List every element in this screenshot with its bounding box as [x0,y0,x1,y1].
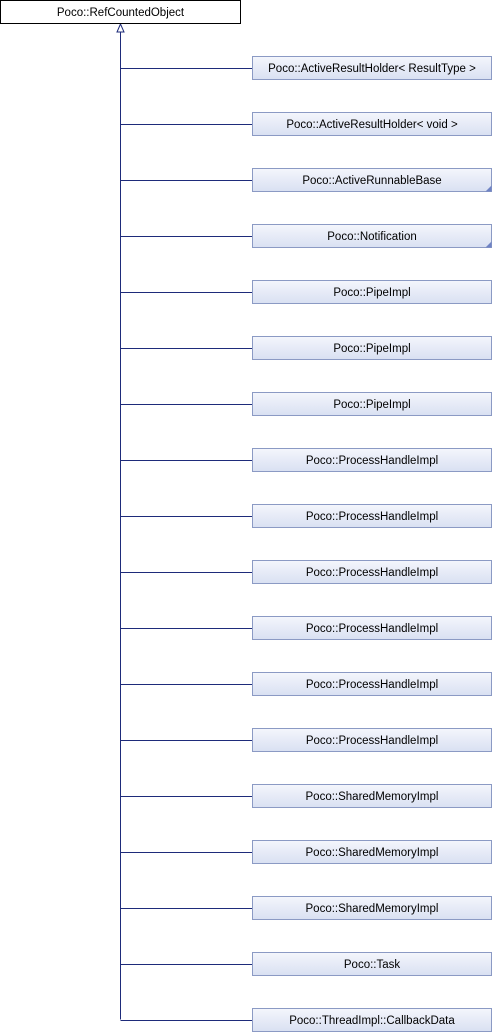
subclass-node[interactable]: Poco::SharedMemoryImpl [252,840,492,864]
subclass-node-label: Poco::ActiveResultHolder< ResultType > [268,63,476,75]
subclass-node-label: Poco::ActiveResultHolder< void > [286,119,458,131]
subclass-node[interactable]: Poco::ProcessHandleImpl [252,504,492,528]
subclass-node[interactable]: Poco::ActiveResultHolder< ResultType > [252,56,492,80]
subclass-node-label: Poco::SharedMemoryImpl [306,903,439,915]
subclass-node-label: Poco::PipeImpl [333,287,410,299]
subclass-node-label: Poco::PipeImpl [333,399,410,411]
subclass-node[interactable]: Poco::ProcessHandleImpl [252,448,492,472]
subclass-node-label: Poco::SharedMemoryImpl [306,847,439,859]
subclass-node[interactable]: Poco::ProcessHandleImpl [252,728,492,752]
subclass-node[interactable]: Poco::PipeImpl [252,392,492,416]
root-node-label: Poco::RefCountedObject [57,7,185,19]
subclass-node-label: Poco::ProcessHandleImpl [306,567,438,579]
subclass-node[interactable]: Poco::Notification [252,224,492,248]
subclass-node[interactable]: Poco::PipeImpl [252,336,492,360]
subclass-node[interactable]: Poco::SharedMemoryImpl [252,784,492,808]
subclass-node-label: Poco::ThreadImpl::CallbackData [289,1015,455,1027]
subclass-node-label: Poco::ProcessHandleImpl [306,735,438,747]
subclass-node[interactable]: Poco::ThreadImpl::CallbackData [252,1008,492,1032]
inheritance-arrowhead [116,22,125,33]
subclass-node[interactable]: Poco::ProcessHandleImpl [252,672,492,696]
subclass-node-label: Poco::ProcessHandleImpl [306,679,438,691]
more-subclasses-marker-icon [485,185,492,192]
subclass-list: Poco::ActiveResultHolder< ResultType >Po… [120,56,492,1032]
subclass-node-label: Poco::ActiveRunnableBase [302,175,441,187]
subclass-node-label: Poco::Notification [327,231,417,243]
subclass-node[interactable]: Poco::ProcessHandleImpl [252,616,492,640]
subclass-node-label: Poco::PipeImpl [333,343,410,355]
subclass-node[interactable]: Poco::ProcessHandleImpl [252,560,492,584]
subclass-node-label: Poco::Task [344,959,400,971]
more-subclasses-marker-icon [485,241,492,248]
subclass-node[interactable]: Poco::ActiveResultHolder< void > [252,112,492,136]
subclass-node-label: Poco::ProcessHandleImpl [306,455,438,467]
subclass-node-label: Poco::SharedMemoryImpl [306,791,439,803]
subclass-node-label: Poco::ProcessHandleImpl [306,511,438,523]
subclass-node-label: Poco::ProcessHandleImpl [306,623,438,635]
subclass-node[interactable]: Poco::SharedMemoryImpl [252,896,492,920]
subclass-node[interactable]: Poco::Task [252,952,492,976]
subclass-node[interactable]: Poco::ActiveRunnableBase [252,168,492,192]
subclass-node[interactable]: Poco::PipeImpl [252,280,492,304]
root-node[interactable]: Poco::RefCountedObject [0,0,241,24]
